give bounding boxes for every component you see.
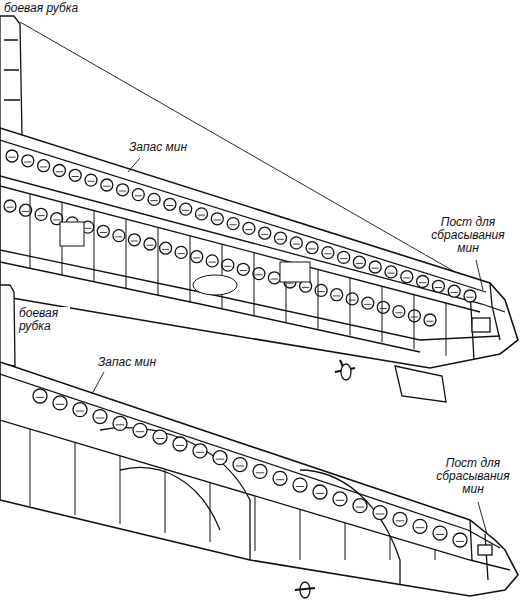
part-label: Пост для сбрасывания мин [425,216,511,255]
part-label: Пост для сбрасывания мин [430,457,516,496]
lower-submarine [0,285,518,598]
upper-submarine [0,16,518,402]
part-label: боевая рубка [18,307,70,333]
part-label: Запас мин [128,141,188,154]
part-label: боевая рубка [3,2,79,15]
part-label: Запас мин [97,356,157,369]
leader-lines [92,158,487,534]
